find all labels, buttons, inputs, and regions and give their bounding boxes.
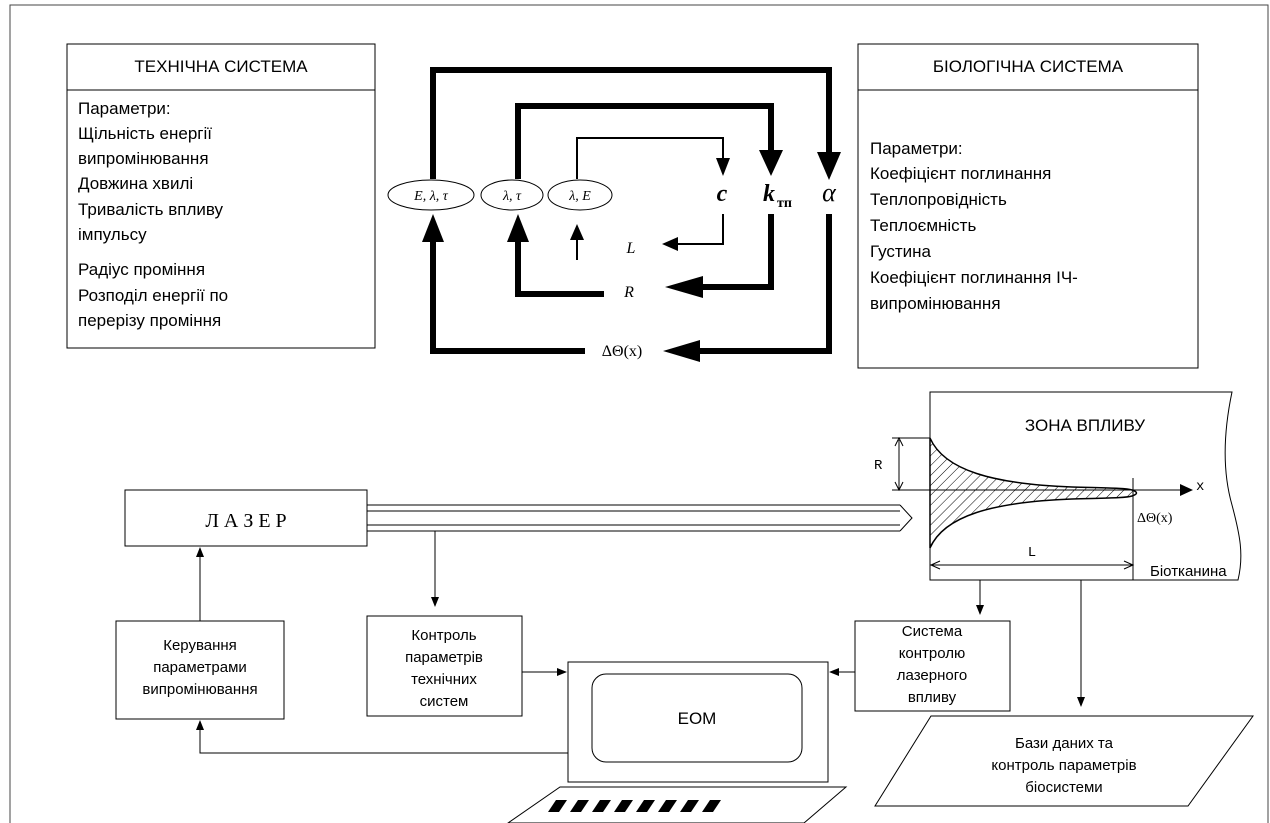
- technical-param: імпульсу: [78, 225, 147, 244]
- symbol-R: R: [623, 284, 634, 301]
- svg-text:E, λ, τ: E, λ, τ: [413, 189, 449, 204]
- arrow-to-R: [665, 276, 703, 298]
- arrow-to-L: [662, 237, 678, 251]
- symbol-k: k: [763, 181, 775, 207]
- arrow-to-k: [759, 150, 783, 176]
- impact-zone: ЗОНА ВПЛИВУ R x L ΔΘ(x) Біотканина: [874, 391, 1242, 581]
- svg-text:контроль параметрів: контроль параметрів: [991, 757, 1136, 774]
- technical-system-box: ТЕХНІЧНА СИСТЕМА Параметри: Щільність ен…: [66, 43, 376, 349]
- arrow-to-lambda-tau: [507, 214, 529, 242]
- impact-delta-theta: ΔΘ(x): [1137, 511, 1173, 526]
- technical-param: Щільність енергії: [78, 124, 212, 143]
- computer: ЕОМ: [507, 661, 848, 823]
- energy-distribution-shape: [929, 437, 1138, 549]
- parameter-feedback-scheme: E, λ, τ λ, τ λ, E c k тп α L R ΔΘ(x): [387, 67, 841, 362]
- svg-text:параметрами: параметрами: [153, 659, 247, 676]
- biological-system-box: БІОЛОГІЧНА СИСТЕМА Параметри: Коефіцієнт…: [857, 43, 1199, 369]
- symbol-alpha: α: [822, 178, 837, 207]
- technical-control-box: Контроль параметрів технічних систем: [366, 615, 523, 717]
- technical-param: Розподіл енергії по: [78, 286, 228, 305]
- biological-param: Коефіцієнт поглинання ІЧ-: [870, 268, 1078, 287]
- biological-param: Теплоємність: [870, 216, 976, 235]
- laser-beam: [367, 504, 913, 532]
- svg-text:систем: систем: [420, 693, 469, 710]
- technical-param: Тривалість впливу: [78, 200, 224, 219]
- outer-frame: [9, 4, 1269, 823]
- arrow-to-c: [716, 158, 730, 176]
- arrow-to-delta-theta: [663, 340, 700, 362]
- radiation-control-box: Керування параметрами випромінювання: [115, 620, 285, 720]
- svg-text:біосистеми: біосистеми: [1025, 779, 1102, 796]
- technical-system-title: ТЕХНІЧНА СИСТЕМА: [134, 57, 308, 76]
- ellipse-lambda-e: [547, 179, 613, 211]
- technical-param: Радіус проміння: [78, 260, 205, 279]
- symbol-delta-theta: ΔΘ(x): [602, 343, 643, 360]
- impact-zone-title: ЗОНА ВПЛИВУ: [1025, 416, 1145, 435]
- computer-label: ЕОМ: [678, 709, 717, 728]
- svg-text:Система: Система: [902, 623, 963, 640]
- symbol-k-subscript: тп: [777, 196, 792, 211]
- biological-param: Густина: [870, 242, 932, 261]
- arrow-to-e-lambda-tau: [422, 214, 444, 242]
- svg-text:λ, E: λ, E: [568, 189, 591, 204]
- technical-params-heading: Параметри:: [78, 99, 171, 118]
- biological-param: Теплопровідність: [870, 190, 1007, 209]
- ellipse-e-lambda-tau: [387, 179, 475, 211]
- arrow-to-alpha: [817, 152, 841, 180]
- computer-screen: [591, 673, 803, 763]
- svg-text:λ, τ: λ, τ: [502, 189, 522, 204]
- laser-impact-control-box: Система контролю лазерного впливу: [854, 620, 1011, 712]
- biological-system-title: БІОЛОГІЧНА СИСТЕМА: [933, 57, 1124, 76]
- svg-text:випромінювання: випромінювання: [142, 681, 257, 698]
- svg-text:лазерного: лазерного: [897, 667, 967, 684]
- keyboard-keys: [548, 800, 721, 812]
- impact-x-label: x: [1196, 479, 1204, 495]
- svg-text:Контроль: Контроль: [411, 627, 476, 644]
- svg-text:Керування: Керування: [163, 637, 237, 654]
- biological-param: випромінювання: [870, 294, 1001, 313]
- symbol-c: c: [717, 181, 728, 207]
- laser-box: Л А З Е Р: [124, 489, 368, 547]
- technical-param: випромінювання: [78, 149, 209, 168]
- biological-param: Коефіцієнт поглинання: [870, 164, 1051, 183]
- computer-keyboard: [507, 786, 848, 823]
- impact-l-label: L: [1028, 545, 1036, 561]
- svg-text:Бази даних та: Бази даних та: [1015, 735, 1114, 752]
- technical-param: перерізу проміння: [78, 311, 221, 330]
- biotissue-label: Біотканина: [1150, 563, 1227, 580]
- biological-params-heading: Параметри:: [870, 139, 963, 158]
- symbol-L: L: [626, 240, 636, 257]
- database-box: Бази даних та контроль параметрів біосис…: [874, 715, 1254, 807]
- svg-text:впливу: впливу: [908, 689, 957, 706]
- laser-label: Л А З Е Р: [205, 510, 286, 532]
- svg-text:контролю: контролю: [899, 645, 966, 662]
- technical-param: Довжина хвилі: [78, 174, 193, 193]
- svg-text:параметрів: параметрів: [405, 649, 483, 666]
- svg-text:технічних: технічних: [411, 671, 477, 688]
- impact-r-label: R: [874, 458, 883, 474]
- ellipse-lambda-tau: [480, 179, 544, 211]
- arrow-up-lambda-e: [570, 224, 584, 240]
